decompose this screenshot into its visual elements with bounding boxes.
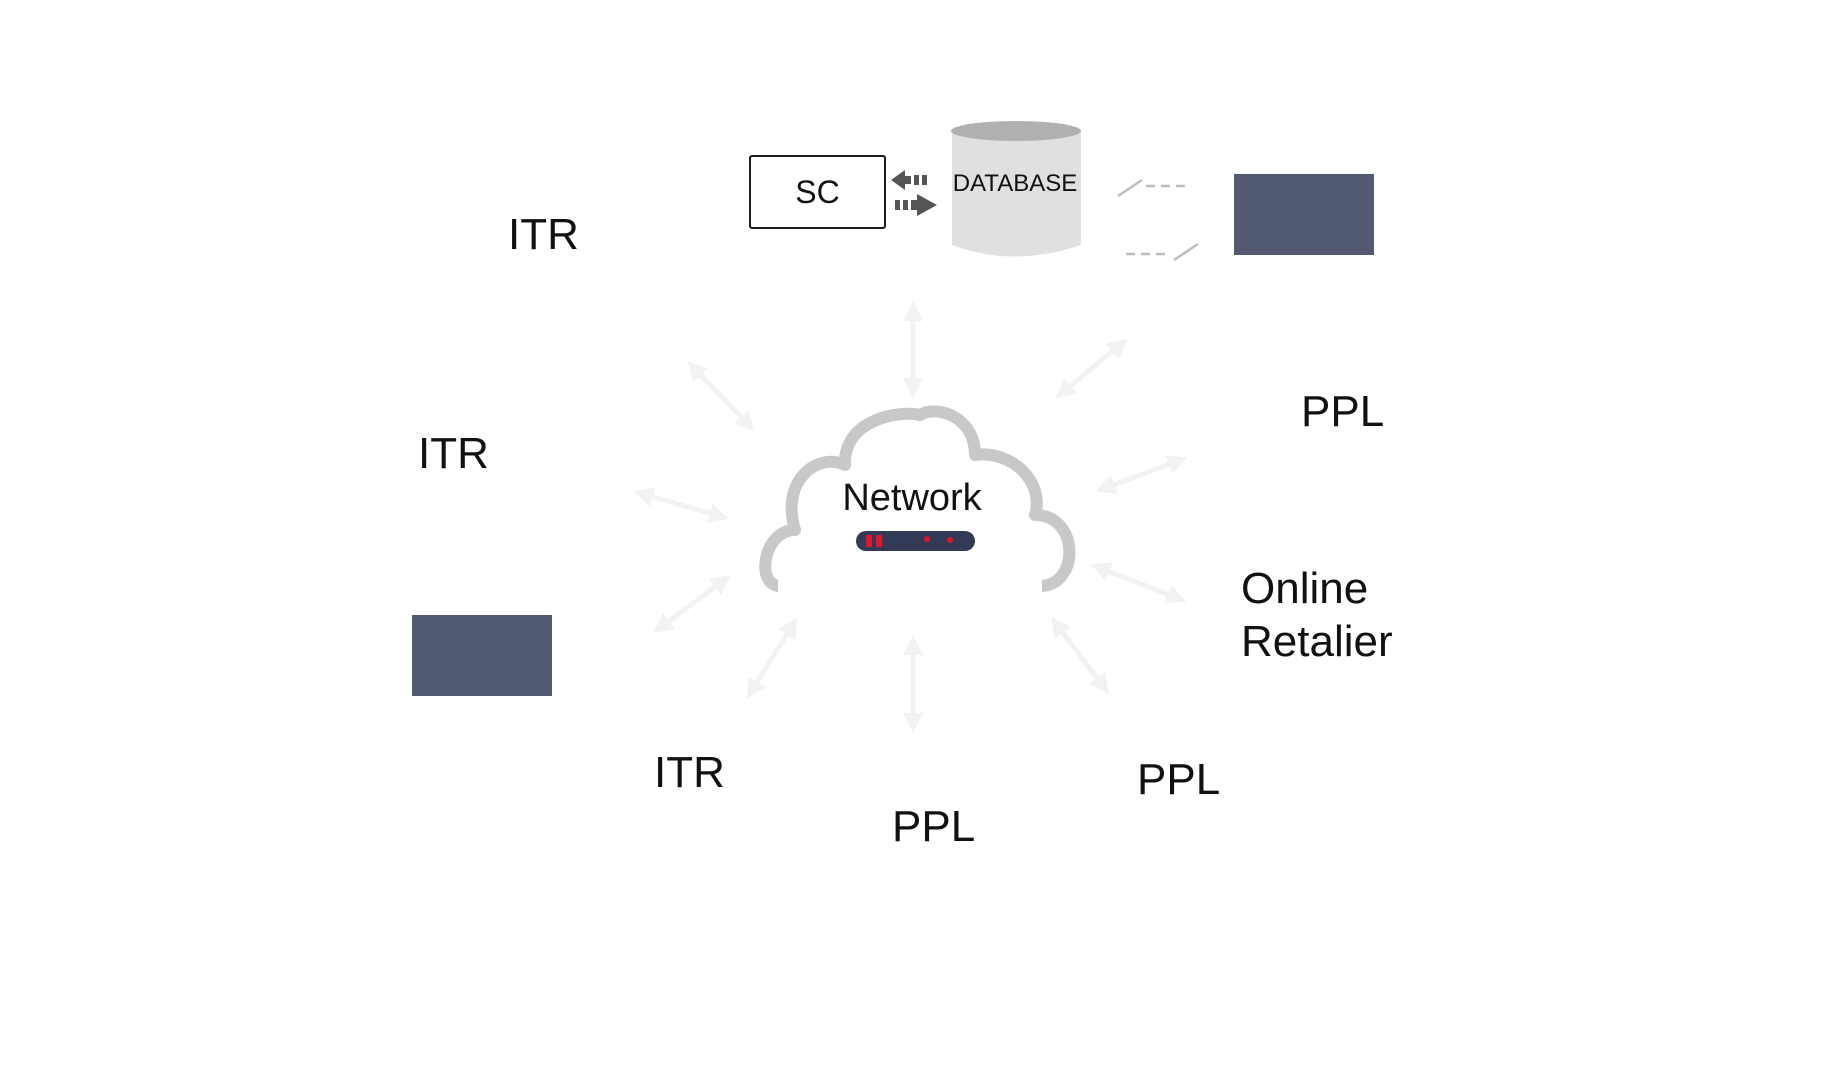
itr-label-bottom: ITR [654,748,725,797]
spoke-arrow-right-upper [1095,455,1188,494]
sc-box: SC [749,155,886,229]
spoke-arrow-left-lower [652,575,732,633]
spoke-arrow-top-left [687,360,755,432]
bidirectional-arrows-icon [891,170,937,216]
ppl-label-bottom: PPL [892,802,976,851]
sc-label: SC [795,173,840,210]
online-retailer-line1: Online [1241,564,1369,613]
node-box-top-right [1234,174,1374,255]
spoke-arrow-bottom-right [1050,617,1110,694]
itr-label-left: ITR [418,429,489,478]
spoke-arrow-right-lower [1090,562,1187,604]
spoke-arrow-top-right [1055,338,1128,399]
itr-label-top: ITR [508,210,579,259]
ppl-label-bottom-right: PPL [1137,755,1221,804]
spoke-arrow-bottom-left [746,617,798,699]
cloud-icon [759,405,1076,600]
database-icon [951,121,1081,257]
database-label: DATABASE [952,170,1078,197]
online-retailer-label: Online Retalier [1241,562,1393,668]
online-retailer-line2: Retalier [1241,617,1393,666]
network-label: Network [842,477,982,519]
router-icon [856,531,975,551]
spoke-arrows [633,301,1188,733]
node-box-left [412,615,552,696]
lightning-link-icon [1117,178,1199,262]
spoke-arrow-left [633,487,729,523]
ppl-label-right: PPL [1301,387,1385,436]
